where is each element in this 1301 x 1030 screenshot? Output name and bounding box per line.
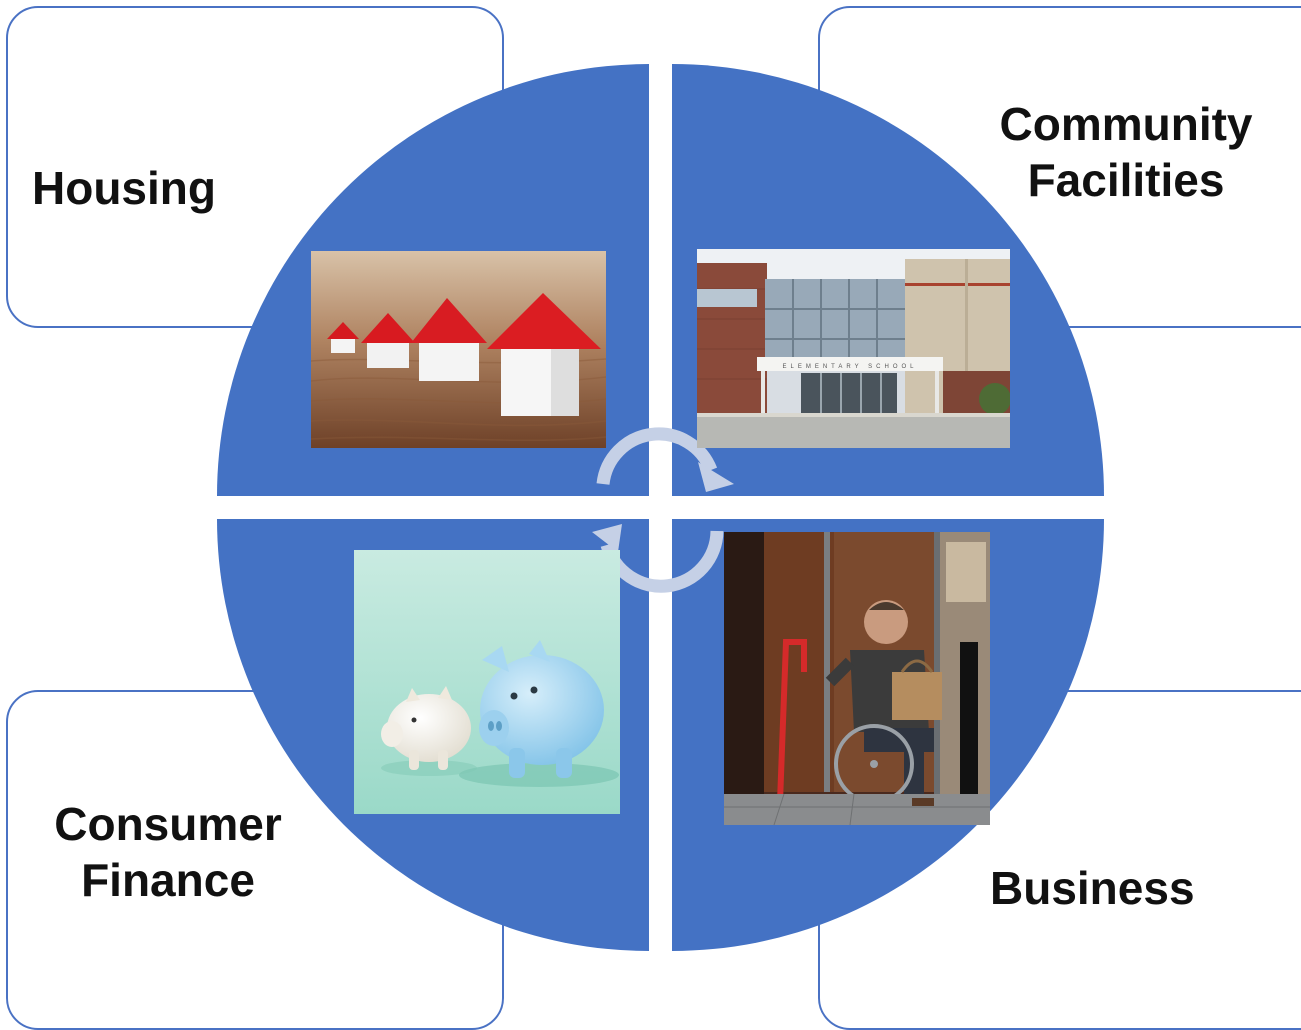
arrow-head-right xyxy=(698,462,734,492)
school-sign: ELEMENTARY SCHOOL xyxy=(782,364,917,370)
wheelchair-user-doorway-photo xyxy=(724,532,990,825)
community-facilities-label-line-1: Community xyxy=(999,98,1253,150)
housing-label: Housing xyxy=(32,162,216,214)
cycle-arrows-icon xyxy=(596,427,724,593)
business-label: Business xyxy=(990,862,1195,914)
community-facilities-label: Community Facilities xyxy=(978,96,1274,208)
consumer-finance-label-line-1: Consumer xyxy=(54,798,282,850)
consumer-finance-label: Consumer Finance xyxy=(20,796,316,908)
consumer-finance-label-line-2: Finance xyxy=(81,854,255,906)
piggy-banks-photo xyxy=(354,550,620,814)
arrow-head-left xyxy=(592,524,622,552)
elementary-school-building-photo: ELEMENTARY SCHOOL xyxy=(697,249,1010,448)
miniature-houses-photo xyxy=(311,251,606,448)
community-facilities-label-line-2: Facilities xyxy=(1027,154,1225,206)
